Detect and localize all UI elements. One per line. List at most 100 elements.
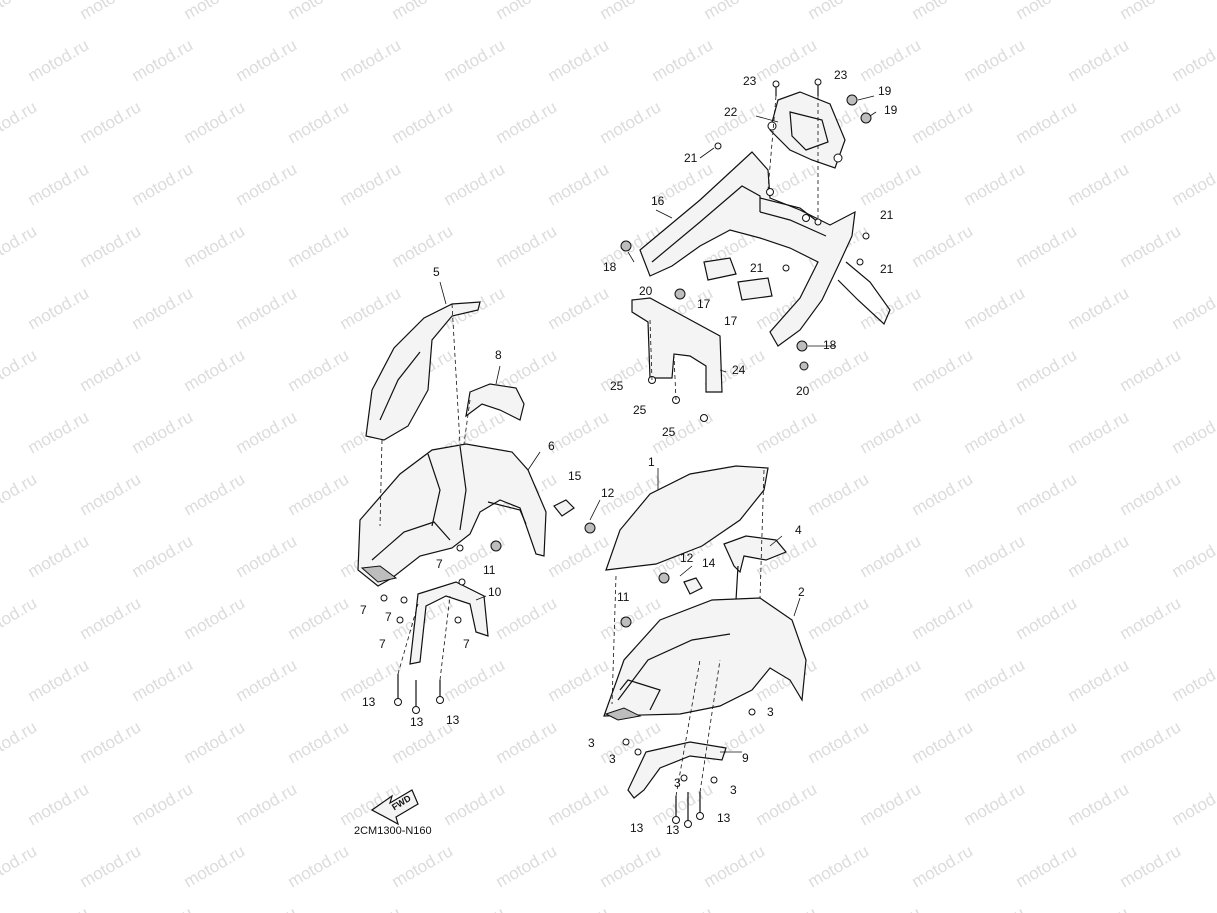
watermark-text: motod.ru bbox=[493, 221, 561, 271]
watermark-text: motod.ru bbox=[77, 0, 145, 23]
watermark-text: motod.ru bbox=[649, 35, 717, 85]
watermark-text: motod.ru bbox=[1013, 221, 1081, 271]
callout-number: 17 bbox=[724, 314, 738, 328]
callout-number: 18 bbox=[603, 260, 617, 274]
watermark-text: motod.ru bbox=[77, 717, 145, 767]
watermark-text: motod.ru bbox=[285, 593, 353, 643]
watermark-text: motod.ru bbox=[1117, 717, 1185, 767]
watermark-text: motod.ru bbox=[285, 345, 353, 395]
watermark-text: motod.ru bbox=[0, 97, 40, 147]
watermark-text: motod.ru bbox=[0, 717, 40, 767]
watermark-text: motod.ru bbox=[961, 407, 1029, 457]
watermark-text: motod.ru bbox=[389, 97, 457, 147]
watermark-text: motod.ru bbox=[1169, 35, 1217, 85]
watermark-text: motod.ru bbox=[753, 35, 821, 85]
watermark-text: motod.ru bbox=[597, 0, 665, 23]
watermark-text: motod.ru bbox=[25, 35, 93, 85]
watermark-text: motod.ru bbox=[1117, 841, 1185, 891]
callout-number: 13 bbox=[410, 715, 424, 729]
callout-number: 6 bbox=[548, 439, 555, 453]
watermark-text: motod.ru bbox=[0, 841, 40, 891]
watermark-text: motod.ru bbox=[129, 407, 197, 457]
watermark-text: motod.ru bbox=[181, 593, 249, 643]
watermark-text: motod.ru bbox=[441, 35, 509, 85]
watermark-text: motod.ru bbox=[337, 903, 405, 913]
callout-number: 3 bbox=[767, 705, 774, 719]
watermark-text: motod.ru bbox=[441, 903, 509, 913]
watermark-text: motod.ru bbox=[1065, 655, 1133, 705]
watermark-text: motod.ru bbox=[77, 593, 145, 643]
watermark-text: motod.ru bbox=[181, 717, 249, 767]
watermark-text: motod.ru bbox=[1169, 903, 1217, 913]
watermark-text: motod.ru bbox=[545, 35, 613, 85]
watermark-text: motod.ru bbox=[1065, 159, 1133, 209]
watermark-text: motod.ru bbox=[753, 903, 821, 913]
watermark-text: motod.ru bbox=[545, 655, 613, 705]
callout-number: 7 bbox=[385, 610, 392, 624]
watermark-text: motod.ru bbox=[233, 779, 301, 829]
watermark-text: motod.ru bbox=[649, 779, 717, 829]
watermark-text: motod.ru bbox=[753, 779, 821, 829]
watermark-text: motod.ru bbox=[597, 97, 665, 147]
watermark-text: motod.ru bbox=[909, 593, 977, 643]
callout-number: 13 bbox=[666, 823, 680, 837]
watermark-text: motod.ru bbox=[805, 0, 873, 23]
watermark-text: motod.ru bbox=[493, 717, 561, 767]
watermark-text: motod.ru bbox=[701, 841, 769, 891]
callout-number: 21 bbox=[684, 151, 698, 165]
watermark-text: motod.ru bbox=[129, 531, 197, 581]
watermark-text: motod.ru bbox=[857, 407, 925, 457]
watermark-text: motod.ru bbox=[129, 903, 197, 913]
bolt-13-right-c bbox=[696, 792, 704, 820]
watermark-text: motod.ru bbox=[649, 903, 717, 913]
watermark-text: motod.ru bbox=[25, 159, 93, 209]
callout-number: 19 bbox=[878, 84, 892, 98]
watermark-text: motod.ru bbox=[1065, 35, 1133, 85]
watermark-text: motod.ru bbox=[1169, 779, 1217, 829]
watermark-text: motod.ru bbox=[909, 841, 977, 891]
callout-number: 12 bbox=[601, 486, 615, 500]
callout-number: 16 bbox=[651, 194, 665, 208]
screw-23a bbox=[772, 80, 780, 96]
callout-number: 21 bbox=[880, 262, 894, 276]
callout-number: 15 bbox=[568, 469, 582, 483]
watermark-text: motod.ru bbox=[597, 841, 665, 891]
watermark-text: motod.ru bbox=[337, 159, 405, 209]
callout-number: 24 bbox=[732, 363, 746, 377]
watermark-text: motod.ru bbox=[857, 903, 925, 913]
watermark-text: motod.ru bbox=[233, 283, 301, 333]
watermark-text: motod.ru bbox=[909, 717, 977, 767]
watermark-text: motod.ru bbox=[701, 0, 769, 23]
watermark-text: motod.ru bbox=[961, 779, 1029, 829]
watermark-text: motod.ru bbox=[77, 345, 145, 395]
watermark-text: motod.ru bbox=[1117, 345, 1185, 395]
watermark-text: motod.ru bbox=[1013, 717, 1081, 767]
watermark-text: motod.ru bbox=[233, 655, 301, 705]
watermark-text: motod.ru bbox=[181, 97, 249, 147]
callout-number: 7 bbox=[379, 637, 386, 651]
watermark-text: motod.ru bbox=[1013, 97, 1081, 147]
callout-number: 25 bbox=[633, 403, 647, 417]
callout-number: 3 bbox=[674, 776, 681, 790]
callout-number: 3 bbox=[588, 736, 595, 750]
callout-number: 13 bbox=[630, 821, 644, 835]
callout-number: 22 bbox=[724, 105, 738, 119]
watermark-text: motod.ru bbox=[909, 97, 977, 147]
watermark-text: motod.ru bbox=[1065, 407, 1133, 457]
watermark-text: motod.ru bbox=[441, 779, 509, 829]
watermark-text: motod.ru bbox=[77, 469, 145, 519]
leader-lines bbox=[439, 95, 877, 753]
watermark-text: motod.ru bbox=[1065, 531, 1133, 581]
watermark-text: motod.ru bbox=[493, 97, 561, 147]
callout-number: 17 bbox=[697, 297, 711, 311]
watermark-text: motod.ru bbox=[285, 841, 353, 891]
watermark-text: motod.ru bbox=[1013, 841, 1081, 891]
watermark-text: motod.ru bbox=[285, 0, 353, 23]
watermark-text: motod.ru bbox=[857, 531, 925, 581]
watermark-text: motod.ru bbox=[805, 593, 873, 643]
bolt-13-right-b bbox=[684, 792, 692, 828]
watermark-text: motod.ru bbox=[0, 593, 40, 643]
watermark-text: motod.ru bbox=[77, 221, 145, 271]
